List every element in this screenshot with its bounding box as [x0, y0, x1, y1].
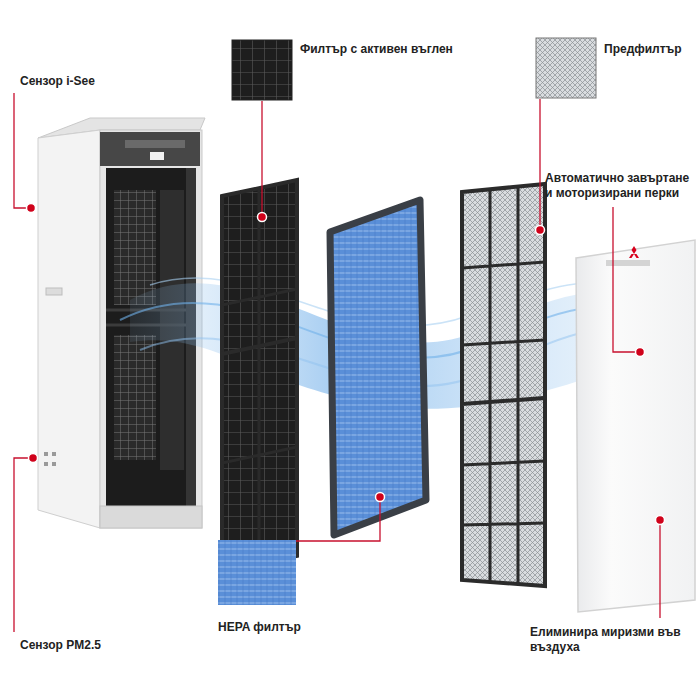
front-panel: [576, 240, 695, 612]
brand-logo: [629, 254, 634, 258]
leader-line: [659, 525, 660, 618]
purifier-body: [38, 130, 100, 528]
purifier-body: [114, 335, 156, 460]
pre-filter: [462, 398, 545, 586]
part-label: Филтър с активен въглен: [300, 42, 453, 57]
pre-filter: [462, 184, 545, 426]
callout-dot: [258, 213, 267, 222]
purifier-body: [100, 132, 200, 166]
callout-dot: [27, 204, 665, 525]
brand-logo: [634, 254, 639, 258]
zoom-swatch: [218, 540, 296, 605]
leader-line: [14, 93, 27, 208]
purifier-body: [46, 288, 62, 295]
part-label: HEPA филтър: [218, 620, 301, 635]
part-label: Автоматично завъртане и моторизирани пер…: [545, 171, 695, 201]
carbon-filter: [222, 338, 297, 572]
carbon-filter: [222, 346, 297, 564]
purifier-body: [150, 152, 164, 160]
callout-dot: [27, 204, 36, 213]
purifier-body: [52, 462, 56, 466]
purifier-body: [52, 452, 56, 456]
brand-logo: [632, 246, 637, 254]
leader-line: [261, 101, 262, 212]
pre-filter: [462, 187, 545, 424]
part-label: Предфилтър: [604, 42, 682, 57]
purifier-body: [114, 190, 156, 305]
purifier-body: [100, 506, 202, 528]
zoom-swatch: [232, 40, 292, 100]
pre-filter: [462, 400, 545, 584]
part-label: Сензор i-See: [20, 74, 95, 89]
brand-logo: [629, 246, 639, 258]
front-panel: [576, 240, 695, 612]
purifier-body: [44, 462, 48, 466]
hepa-filter: [330, 200, 426, 535]
hepa-filter: [330, 200, 426, 535]
leader-line: [14, 458, 28, 632]
leader-line: [613, 207, 635, 352]
carbon-filter: [222, 180, 297, 572]
purifier-body: [44, 452, 48, 456]
pre-filter: [462, 184, 545, 586]
zoom-swatch: [218, 38, 596, 605]
leader-line: [296, 502, 380, 541]
callout-dot: [29, 454, 38, 463]
part-label: Сензор PM2.5: [20, 638, 101, 653]
zoom-swatch: [536, 38, 596, 98]
purifier-body: [125, 140, 185, 148]
callout-dot: [656, 516, 665, 525]
callout-dot: [536, 226, 545, 235]
callout-dot: [636, 348, 645, 357]
leader-line: [539, 99, 540, 225]
callout-dot: [376, 493, 385, 502]
part-label: Елиминира миризми във въздуха: [530, 625, 692, 655]
